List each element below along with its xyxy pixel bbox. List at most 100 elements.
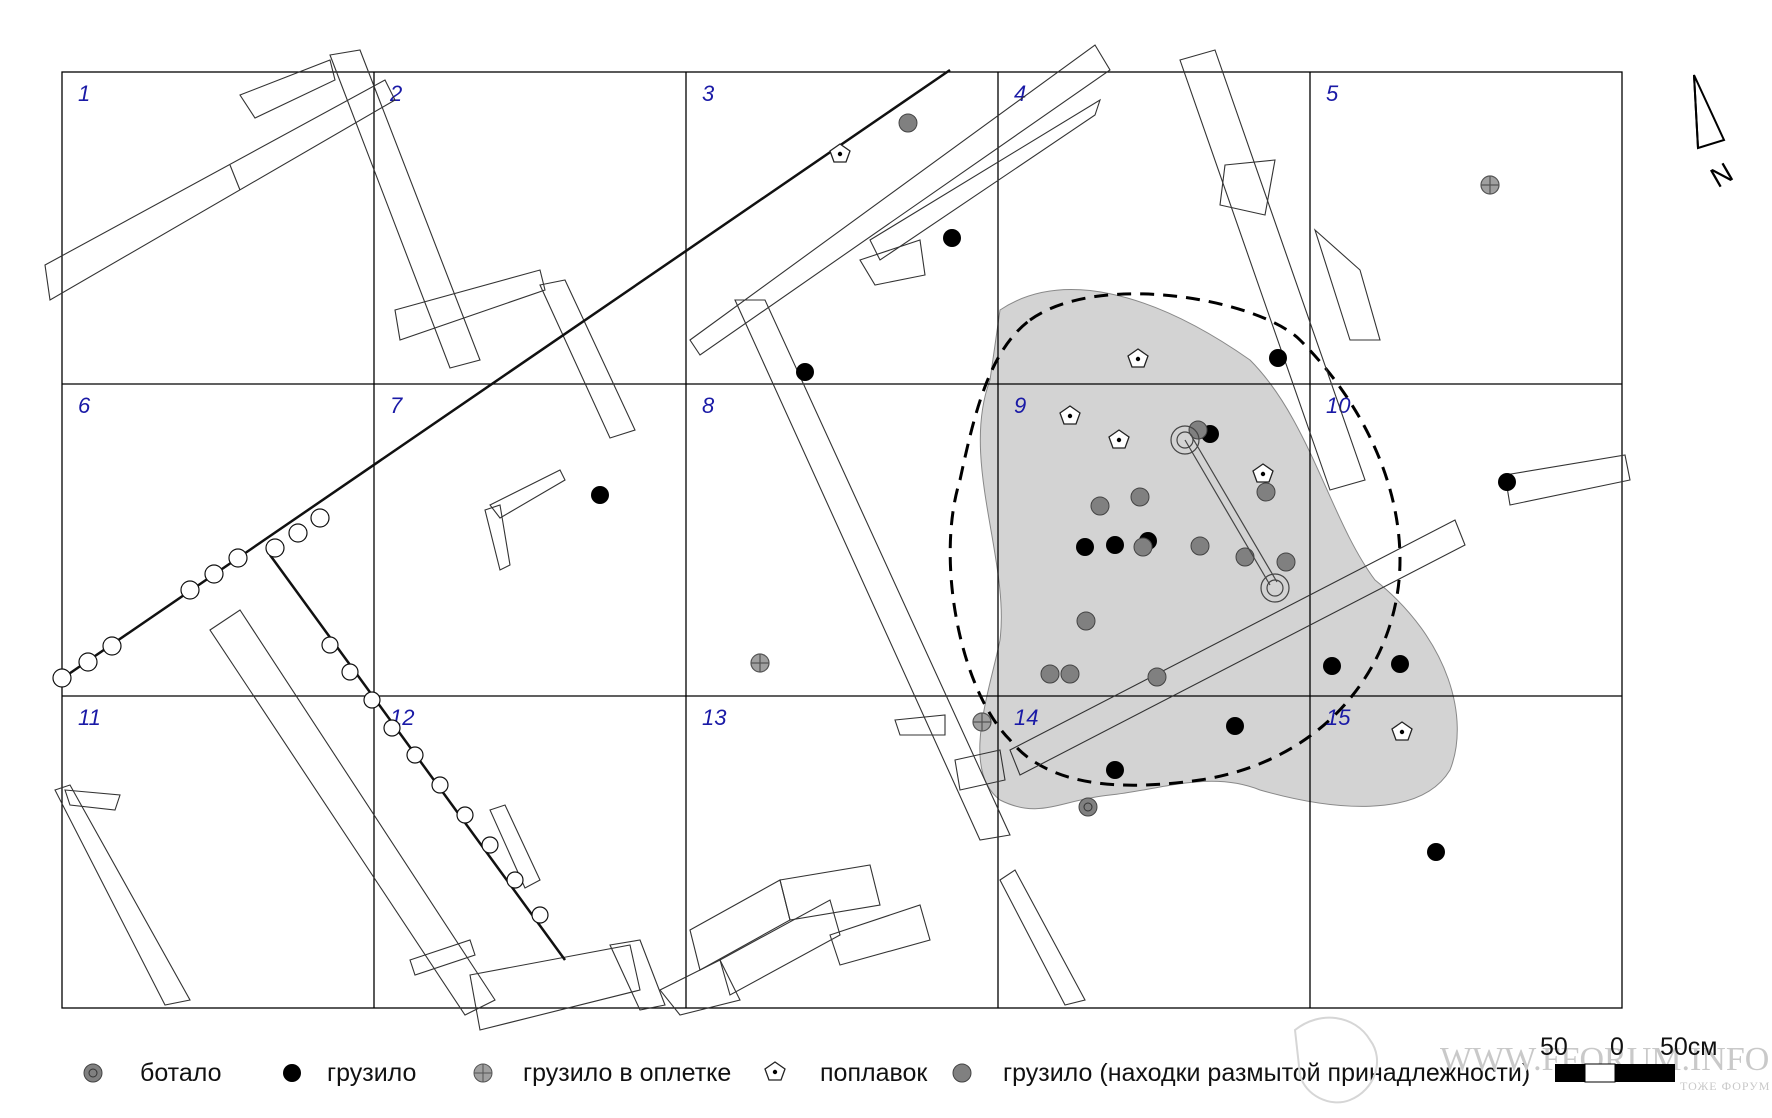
timber-log [1179,49,1366,491]
timber-fragment [64,789,121,811]
gruzilo-find [796,363,814,381]
legend-label-poplavok: поплавок [820,1059,928,1087]
timber-fragment [489,469,566,519]
timber-fragment [239,59,336,119]
gruzilo-icon [283,1064,301,1082]
gruzilo-find [1226,717,1244,735]
cell-number: 11 [78,705,101,730]
botalo-icon [83,1063,103,1083]
gruzilo-razmyt-find [1133,537,1153,557]
gruzilo-find [1427,843,1445,861]
timber-log [329,49,481,369]
gruzilo-find [943,229,961,247]
legend-label-gruzilo: грузило [327,1059,416,1087]
timber-fragment [999,869,1086,1006]
gruzilo-find [1269,349,1287,367]
gruzilo-razmyt-find [1256,482,1276,502]
shaded-concentration-area [979,289,1458,810]
timber-fragment [1313,228,1381,341]
timber-fragment [1219,159,1276,216]
gruzilo-razmyt-find [1076,611,1096,631]
gruzilo-razmyt-find [1060,664,1080,684]
botalo-find-center [1083,802,1093,812]
cell-number: 15 [1326,705,1351,730]
scale-label-zero: 0 [1610,1033,1624,1061]
timber-log [539,279,636,439]
cell-number: 2 [389,81,402,106]
gruzilo-razmyt-find [1235,547,1255,567]
timber-fragment [394,269,546,341]
timber-fragment [869,98,1101,261]
legend-label-gruzilo-razmyt: грузило (находки размытой принадлежности… [1003,1059,1530,1087]
gruzilo-razmyt-find [1276,552,1296,572]
legend-label-botalo: ботало [140,1059,222,1087]
timber-fragment [469,944,641,1031]
dashed-pit-outline [948,292,1402,787]
north-arrow-icon [1693,74,1726,150]
timber-fragment [1504,454,1631,506]
cell-number: 13 [702,705,727,730]
gruzilo-find [1498,473,1516,491]
gruzilo-razmyt-find [898,113,918,133]
gruzilo-razmyt-find [1147,667,1167,687]
timber-log [44,79,396,301]
timber-joint [229,164,241,191]
poplavok-dots [837,151,1405,735]
cell-number: 5 [1326,81,1339,106]
botalo-find [1078,797,1098,817]
gruzilo-find [591,486,609,504]
timber-fragment [484,504,511,571]
timber-log [734,299,1011,841]
gruzilo-find [1323,657,1341,675]
gruzilo-razmyt-find [1188,420,1208,440]
gruzilo-find [1391,655,1409,673]
scale-bar: 50 0 50см [1540,1033,1718,1083]
excavation-grid [61,71,1623,1009]
timber-log [209,609,496,1016]
timber-outlines [44,44,1631,1031]
cell-number: 14 [1014,705,1038,730]
timber-fragment [779,864,881,921]
gruzilo-razmyt-find [1130,487,1150,507]
timber-fragment [489,804,541,889]
cell-number: 3 [702,81,715,106]
cell-number: 8 [702,393,715,418]
timber-fragment [409,939,476,976]
legend-label-gruzilo-opletka: грузило в оплетке [523,1059,731,1087]
cell-number: 6 [78,393,91,418]
finds-gruzilo-razmyt [898,113,1296,687]
finds-botalo [1078,797,1098,817]
finds-gruzilo [591,229,1516,861]
timber-fragment [609,939,666,1011]
watermark-logo [1293,1016,1379,1104]
net-floats-chain [52,508,549,924]
cell-number: 7 [390,393,403,418]
watermark-subtext: ТОЖЕ ФОРУМ [1680,1079,1770,1093]
gruzilo-find [1106,536,1124,554]
gruzilo-razmyt-find [1040,664,1060,684]
timber-log [54,784,191,1006]
gruzilo-razmyt-icon [952,1063,972,1083]
finds-gruzilo-opletka [750,175,1500,732]
timber-fragment [659,959,741,1016]
gruzilo-razmyt-find [1190,536,1210,556]
timber-log [689,44,1111,356]
timber-fragment [689,879,791,971]
cell-number: 9 [1014,393,1026,418]
cell-number: 1 [78,81,90,106]
gruzilo-find [1076,538,1094,556]
gruzilo-find [1106,761,1124,779]
scale-label-left: 50 [1540,1033,1568,1061]
north-label: N [1705,157,1738,194]
scale-label-right: 50см [1660,1033,1718,1061]
timber-fragment [954,749,1006,791]
timber-fragment [859,239,926,286]
legend: ботало грузило грузило в оплетке поплаво… [83,1059,1530,1087]
cell-number: 4 [1014,81,1026,106]
anchor-rod [1170,425,1290,603]
gruzilo-razmyt-find [1090,496,1110,516]
timber-log [1009,519,1466,776]
timber-fragment [829,904,931,966]
north-arrow: N [1693,74,1738,194]
